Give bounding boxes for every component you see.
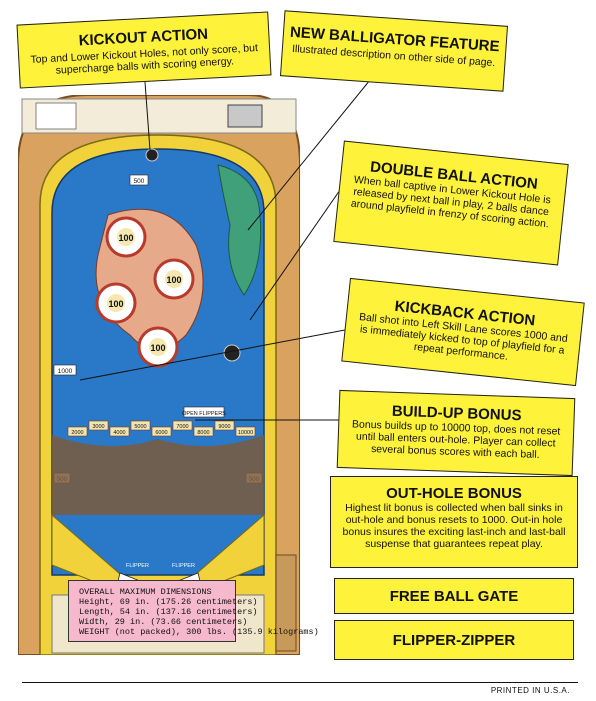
skill-lane-1000: 1000 [53, 364, 77, 376]
bonus-light-text: 9000 [218, 424, 230, 430]
bonus-light-text: 5000 [134, 424, 146, 430]
pop-bumper-3: 100 [95, 282, 137, 324]
pop-bumper-1: 100 [105, 216, 147, 258]
footer-rule [22, 682, 578, 683]
dimension-height: Height, 69 in. (175.26 centimeters) [79, 597, 258, 607]
lower-rocks [52, 435, 264, 515]
lower-kickout-hole [223, 344, 241, 362]
pop-bumper-2: 100 [153, 258, 195, 300]
bonus-light-4000: 4000 [109, 426, 130, 437]
pinball-playfield-illustration: 100 100 100 100 500 500 500 1000 OPEN FL… [18, 95, 300, 655]
outhole-title: OUT-HOLE BONUS [386, 485, 522, 502]
bumper-value-2: 100 [166, 275, 181, 285]
left-flipper-text: FLIPPER [126, 563, 149, 569]
target-500-top: 500 [129, 174, 149, 186]
bumper-value-1: 100 [118, 233, 133, 243]
pop-bumper-4: 100 [137, 326, 179, 368]
bonus-light-7000: 7000 [172, 420, 193, 431]
bonus-light-text: 3000 [92, 424, 104, 430]
dimension-weight: WEIGHT (not packed), 300 lbs. (135.9 kil… [79, 627, 319, 637]
balligator-label: NEW BALLIGATOR FEATURE Illustrated descr… [279, 10, 509, 92]
free-ball-gate-label: FREE BALL GATE [334, 578, 574, 614]
buildup-bonus-label: BUILD-UP BONUS Bonus builds up to 10000 … [336, 389, 576, 477]
target-500-top-label: 500 [134, 178, 145, 185]
bonus-light-2000: 2000 [67, 426, 88, 437]
bonus-light-3000: 3000 [88, 420, 109, 431]
bonus-light-text: 7000 [176, 424, 188, 430]
bonus-light-9000: 9000 [214, 420, 235, 431]
top-kickout-hole [145, 148, 159, 162]
bonus-light-5000: 5000 [130, 420, 151, 431]
coin-unit [227, 104, 263, 128]
printed-in-usa: PRINTED IN U.S.A. [490, 686, 570, 695]
bonus-light-8000: 8000 [193, 426, 214, 437]
buildup-body: Bonus builds up to 10000 top, does not r… [351, 418, 561, 461]
bonus-light-text: 8000 [197, 430, 209, 436]
dimension-width: Width, 29 in. (73.66 centimeters) [79, 617, 248, 627]
outhole-body: Highest lit bonus is collected when ball… [342, 502, 566, 550]
bonus-light-6000: 6000 [151, 426, 172, 437]
open-flippers-card: OPEN FLIPPERS [182, 406, 226, 418]
instruction-card [35, 102, 77, 130]
bonus-light-text: 2000 [71, 430, 83, 436]
flipper-zipper-title: FLIPPER-ZIPPER [392, 632, 516, 649]
free-ball-gate-title: FREE BALL GATE [389, 588, 519, 605]
bonus-light-text: 10000 [238, 430, 253, 436]
bonus-light-10000: 10000 [235, 426, 256, 437]
outhole-bonus-label: OUT-HOLE BONUS Highest lit bonus is coll… [330, 476, 578, 568]
plunger-lane [275, 554, 297, 652]
bumper-value-3: 100 [108, 299, 123, 309]
kickout-action-label: KICKOUT ACTION Top and Lower Kickout Hol… [16, 11, 272, 89]
right-flipper-text: FLIPPER [172, 563, 195, 569]
bumper-value-4: 100 [150, 343, 165, 353]
dimensions-heading: OVERALL MAXIMUM DIMENSIONS [79, 587, 212, 597]
dimension-length: Length, 54 in. (137.16 centimeters) [79, 607, 258, 617]
flipper-zipper-label: FLIPPER-ZIPPER [334, 620, 574, 660]
overall-dimensions-card: OVERALL MAXIMUM DIMENSIONS Height, 69 in… [68, 580, 319, 642]
double-ball-label: DOUBLE BALL ACTION When ball captive in … [333, 140, 569, 266]
bonus-light-text: 4000 [113, 430, 125, 436]
skill-lane-1000-label: 1000 [58, 368, 73, 375]
bonus-ladder: 2000 3000 4000 5000 6000 7000 8000 9000 10000 [67, 420, 256, 437]
open-flippers-text: OPEN FLIPPERS [182, 411, 226, 417]
kickback-label: KICKBACK ACTION Ball shot into Left Skil… [341, 277, 585, 387]
bonus-light-text: 6000 [155, 430, 167, 436]
